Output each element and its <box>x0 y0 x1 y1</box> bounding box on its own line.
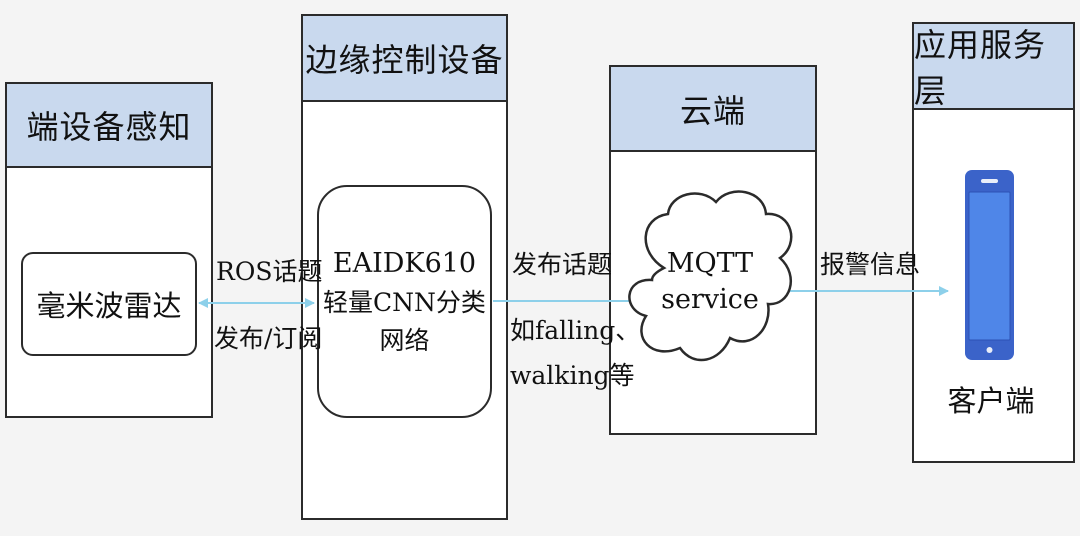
publish-topic-label: 发布话题 <box>512 250 613 279</box>
mmwave-radar-box: 毫米波雷达 <box>21 252 197 356</box>
mqtt-label-line1: MQTT <box>666 248 754 279</box>
eaidk610-box: EAIDK610 轻量CNN分类网络 <box>317 185 492 418</box>
alarm-info-label: 报警信息 <box>820 250 921 279</box>
mmwave-radar-label: 毫米波雷达 <box>36 289 182 323</box>
ros-topic-label: ROS话题 <box>216 257 323 286</box>
cloud-column-title: 云端 <box>611 67 815 152</box>
publish-subscribe-label: 发布/订阅 <box>214 324 323 353</box>
sensing-column-title: 端设备感知 <box>7 84 211 168</box>
app-column-title: 应用服务层 <box>914 24 1073 110</box>
walking-label: walking等 <box>510 361 635 390</box>
eaidk610-label: EAIDK610 <box>332 247 477 279</box>
edge-column-title: 边缘控制设备 <box>303 16 506 102</box>
sensing-column: 端设备感知 <box>5 82 213 418</box>
mqtt-service-label: MQTT service <box>660 246 760 319</box>
falling-label: 如falling、 <box>510 316 641 345</box>
mqtt-label-line2: service <box>661 284 759 316</box>
client-label: 客户端 <box>947 384 1035 418</box>
cnn-classifier-label: 轻量CNN分类网络 <box>323 288 486 355</box>
